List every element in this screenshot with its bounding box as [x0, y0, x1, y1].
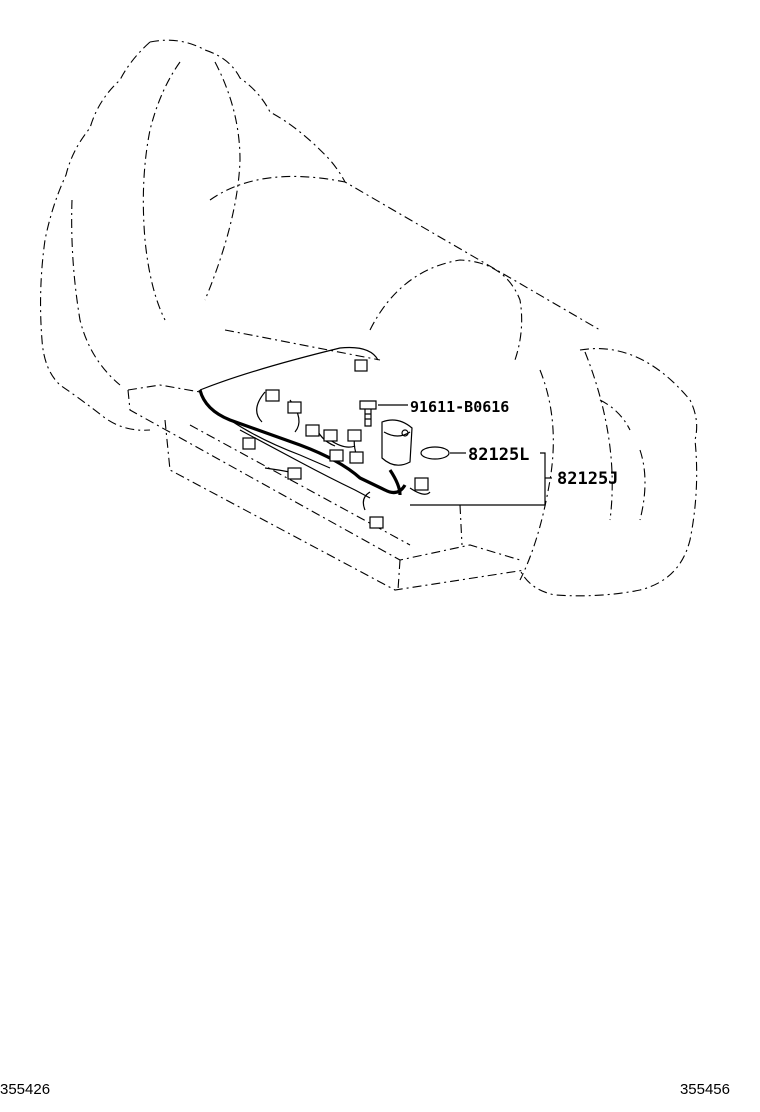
connector-12 — [354, 359, 368, 372]
connector-7 — [329, 449, 344, 462]
part-label-gasket: 82125L — [468, 445, 529, 465]
illustration-code-right: 355456 — [679, 1081, 730, 1098]
connector-5 — [323, 429, 338, 442]
connector-6 — [347, 429, 362, 442]
bell-housing-outline — [39, 39, 346, 431]
harness-connectors — [242, 359, 429, 529]
connector-3 — [242, 437, 256, 450]
oil-pan-outline — [127, 384, 526, 591]
part-label-harness: 82125J — [557, 469, 618, 489]
gasket-ring — [420, 446, 450, 460]
connector-10 — [369, 516, 384, 529]
connector-4 — [305, 424, 320, 437]
connector-11 — [414, 477, 429, 491]
connector-9 — [287, 467, 302, 480]
bolt — [359, 400, 377, 427]
connector-8 — [349, 451, 364, 464]
leader-lines — [378, 404, 552, 506]
solenoid-plug — [381, 419, 413, 466]
illustration-code-left: 355426 — [0, 1081, 51, 1098]
connector-1 — [265, 389, 280, 402]
transmission-case-outline — [209, 175, 698, 597]
connector-2 — [287, 401, 302, 414]
part-label-bolt: 91611-B0616 — [410, 398, 509, 416]
